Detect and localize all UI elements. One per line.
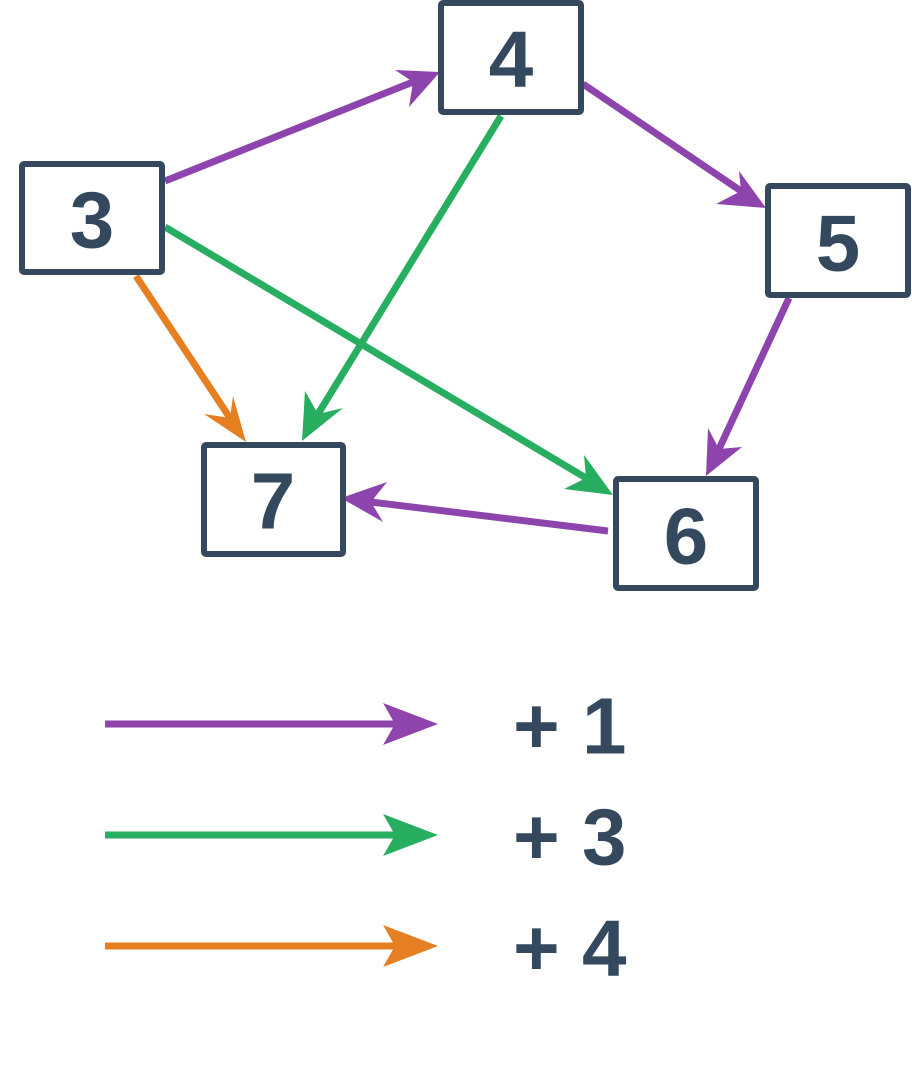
legend-arrowhead	[383, 925, 438, 967]
node-label: 7	[251, 457, 296, 546]
arrowhead	[395, 70, 440, 107]
legend-arrowhead	[383, 703, 438, 745]
nodes: 3 4 5 6 7	[19, 0, 911, 591]
legend-item-green: + 3	[105, 793, 626, 882]
legend-arrowhead	[383, 814, 438, 856]
edges	[133, 70, 793, 535]
legend-item-purple: + 1	[105, 682, 626, 771]
edge-3-to-6	[163, 223, 613, 495]
arrowhead	[706, 428, 742, 476]
arrowhead	[564, 455, 613, 495]
legend-label: + 1	[513, 682, 626, 771]
node-4: 4	[438, 0, 584, 115]
node-label: 3	[70, 176, 115, 265]
node-label: 4	[489, 15, 534, 104]
edge-6-to-7	[341, 482, 609, 535]
edge-3-to-7	[133, 274, 246, 442]
edge-4-to-7	[302, 114, 504, 441]
edge-4-to-5	[581, 81, 766, 208]
node-6: 6	[613, 476, 759, 591]
node-label: 5	[816, 199, 861, 288]
arrowhead	[716, 171, 766, 208]
arrowhead	[302, 391, 343, 441]
legend-item-orange: + 4	[105, 904, 627, 993]
legend-label: + 3	[513, 793, 626, 882]
arrowhead	[204, 396, 246, 442]
legend-label: + 4	[513, 904, 627, 993]
node-3: 3	[19, 161, 165, 275]
node-5: 5	[765, 183, 911, 298]
legend: + 1 + 3 + 4	[105, 682, 627, 993]
node-7: 7	[201, 442, 346, 557]
node-label: 6	[664, 492, 709, 581]
edge-5-to-6	[706, 296, 793, 476]
arrowhead	[341, 482, 387, 522]
edge-3-to-4	[163, 70, 440, 185]
